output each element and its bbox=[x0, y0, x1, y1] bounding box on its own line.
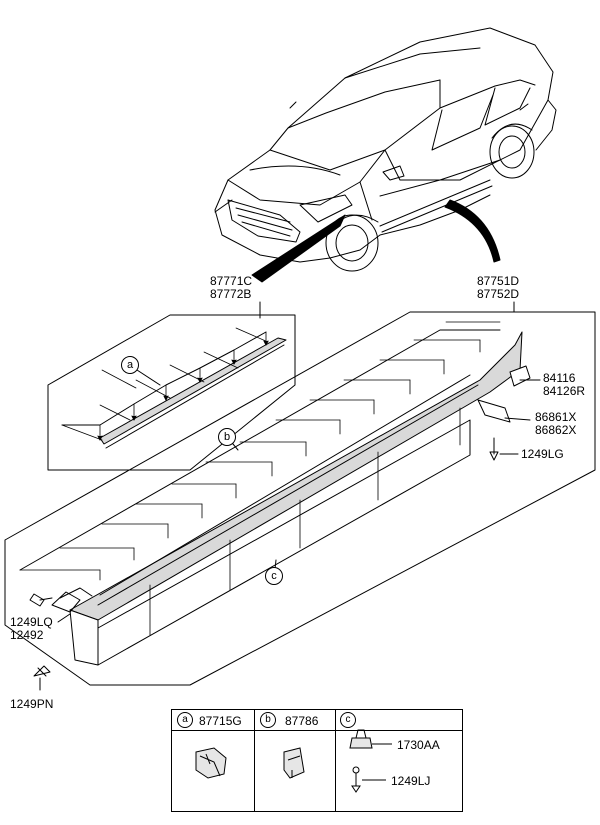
legend-part-1249LJ: 1249LJ bbox=[391, 774, 431, 788]
callout-b: b bbox=[218, 428, 236, 446]
side-sill-box bbox=[4, 311, 596, 686]
part-1249LQ: 1249LQ bbox=[10, 615, 53, 629]
part-84116: 84116 bbox=[543, 371, 576, 385]
callout-a: a bbox=[121, 356, 139, 374]
legend-column-divider bbox=[335, 710, 336, 811]
legend-header-divider bbox=[172, 730, 462, 731]
front-molding-part-numbers: 87771C 87772B bbox=[210, 275, 252, 301]
car-illustration bbox=[214, 27, 557, 272]
legend-drawings bbox=[195, 729, 392, 793]
part-1249PN: 1249PN bbox=[10, 697, 54, 711]
legend-key-a: a bbox=[177, 712, 193, 728]
side-pointer-arrow bbox=[444, 199, 501, 263]
side-sill-part-numbers: 87751D 87752D bbox=[477, 275, 519, 301]
front-clip-part-numbers: 1249LQ 12492 bbox=[10, 616, 53, 642]
legend-column-divider bbox=[254, 710, 255, 811]
part-84126R: 84126R bbox=[543, 384, 586, 398]
legend-key-b: b bbox=[260, 712, 276, 728]
legend-part-1730AA: 1730AA bbox=[397, 738, 440, 752]
part-1249LG: 1249LG bbox=[521, 447, 564, 461]
front-molding-box bbox=[47, 314, 296, 471]
part-87752D: 87752D bbox=[477, 287, 520, 301]
callout-c: c bbox=[265, 567, 283, 585]
legend-part-87715G: 87715G bbox=[199, 714, 242, 728]
garnish-part-numbers: 86861X 86862X bbox=[535, 411, 576, 437]
legend-key-c: c bbox=[340, 712, 356, 728]
legend-part-87786: 87786 bbox=[285, 714, 319, 728]
front-pointer-arrow bbox=[251, 214, 346, 283]
part-86861X: 86861X bbox=[535, 410, 577, 424]
bracket-part-numbers: 84116 84126R bbox=[543, 372, 585, 398]
part-86862X: 86862X bbox=[535, 423, 577, 437]
parts-legend-table: a 87715G b 87786 c 1730AA 1249LJ bbox=[171, 709, 463, 812]
part-87772B: 87772B bbox=[210, 287, 252, 301]
part-87771C: 87771C bbox=[210, 274, 253, 288]
part-12492: 12492 bbox=[10, 628, 44, 642]
part-87751D: 87751D bbox=[477, 274, 520, 288]
